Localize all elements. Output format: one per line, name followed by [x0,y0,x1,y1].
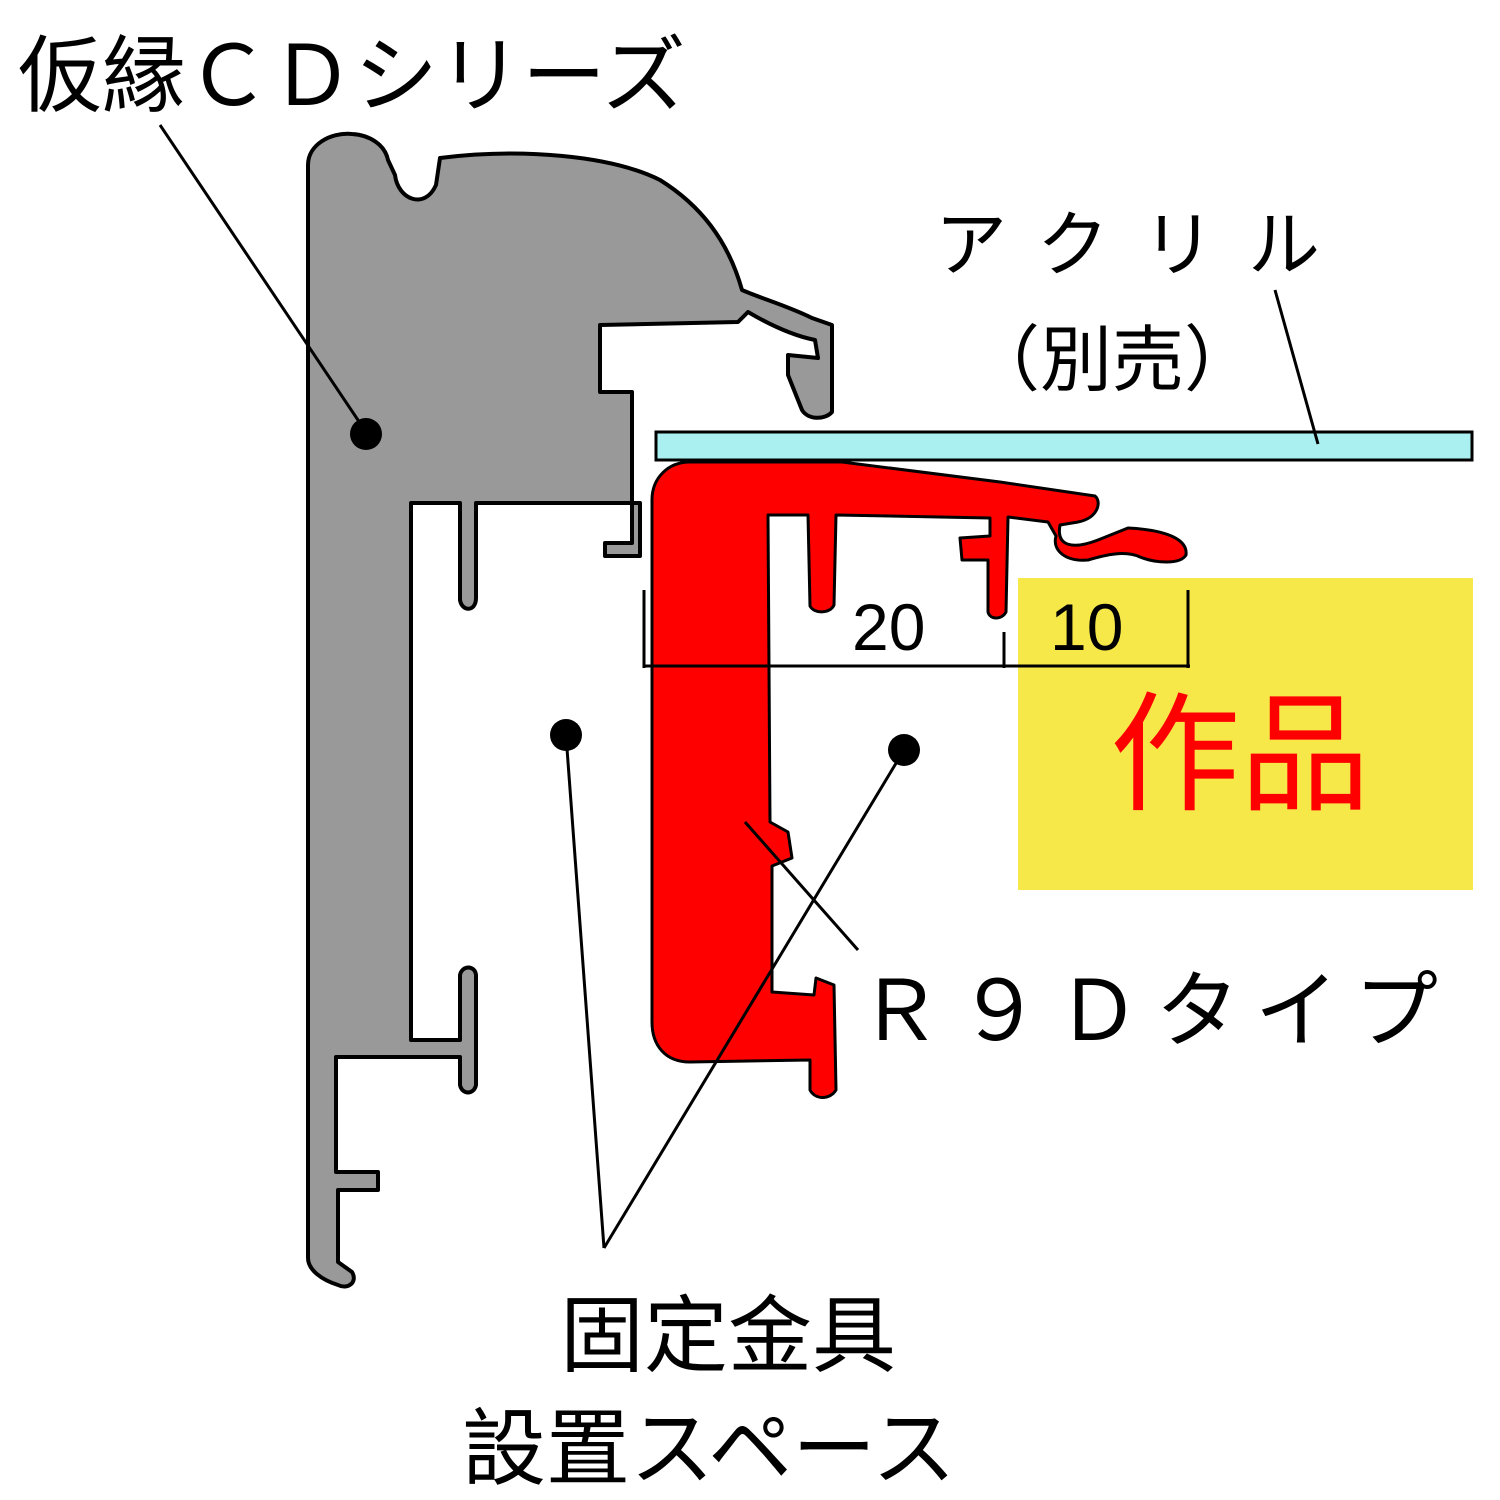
artwork-block [1018,578,1473,890]
space-label-line1: 固定金具 [560,1289,896,1383]
frame-profile [306,131,834,1289]
frame-dot [350,418,382,450]
space-dot-left [550,719,582,751]
dimension-left-label: 20 [852,590,925,664]
artwork-label: 作品 [1110,682,1370,828]
dimension-lines [642,590,1190,668]
leader-lines [158,124,1320,1249]
acrylic-sheet [654,430,1474,462]
mount-profile [650,460,1188,1099]
dimension-right-label: 10 [1050,590,1123,664]
acrylic-label: アクリル [935,206,1320,286]
frame-series-label: 仮縁ＣＤシリーズ [18,29,686,123]
space-leader-left [564,734,606,1249]
acrylic-leader [1273,289,1320,445]
acrylic-note-label: （別売） [968,321,1256,401]
space-dot-right [888,734,920,766]
frame-leader [158,124,368,433]
space-label-line2: 設置スペース [462,1402,956,1496]
mount-leader [743,821,860,951]
mount-type-label: Ｒ９Ｄタイプ [858,964,1438,1058]
space-leader-right [602,749,906,1249]
